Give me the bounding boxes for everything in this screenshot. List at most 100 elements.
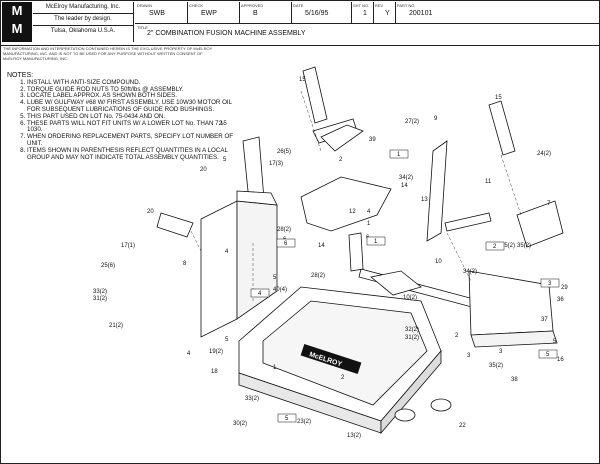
callout-number: 13	[421, 197, 428, 203]
boxed-callouts: 1 6 1 2 5 3 4 5	[250, 149, 560, 423]
callout-number: 17(3)	[269, 161, 283, 167]
callout-number: 16	[557, 357, 564, 363]
part-label: PART NO.	[397, 3, 416, 8]
knob	[430, 398, 452, 412]
callout-number: 10	[435, 259, 442, 265]
jaw-right	[468, 270, 554, 336]
leader-line	[300, 90, 322, 152]
callout-number: 5	[553, 339, 557, 345]
leader-lines	[190, 90, 522, 301]
callout-number: 35(2)	[501, 243, 515, 249]
boxed-callout-text: 3	[548, 281, 552, 287]
drawing-title: 2" COMBINATION FUSION MACHINE ASSEMBLY	[147, 30, 306, 37]
part-callouts-extra: 4 3 4 5 2 1	[225, 209, 503, 381]
callout-number: 14	[318, 243, 325, 249]
leader-line	[190, 230, 202, 252]
rev-label: REV	[375, 3, 384, 8]
callout-number: 1	[273, 365, 277, 371]
sheet-value: 1	[363, 10, 367, 17]
callout-number: 20	[200, 167, 207, 173]
note-item: THESE PARTS WILL NOT FIT UNITS W/ A LOWE…	[27, 120, 234, 135]
callout-number: 32(2)	[405, 327, 419, 333]
callout-number: 40(4)	[273, 287, 287, 293]
callout-number: 27(2)	[405, 119, 419, 125]
approved-cell: APPROVED B	[239, 2, 292, 23]
boxed-callout-text: 1	[374, 239, 378, 245]
callout-number: 34(2)	[399, 175, 413, 181]
top-clamp	[320, 124, 364, 152]
callout-number: 33(2)	[93, 289, 107, 295]
part-value: 200101	[409, 10, 433, 17]
short-rod-right	[488, 100, 516, 156]
handle	[426, 140, 448, 242]
parts-artwork	[156, 66, 564, 435]
callout-number: 29	[561, 285, 568, 291]
date-label: DATE	[293, 3, 304, 8]
callout-number: 25(6)	[101, 263, 115, 269]
note-item: WHEN ORDERING REPLACEMENT PARTS, SPECIFY…	[27, 133, 234, 148]
company-name: McElroy Manufacturing, Inc.	[33, 2, 133, 14]
callout-number: 18	[211, 369, 218, 375]
callout-number: 22	[459, 423, 466, 429]
sheet-label: SHT NO.	[353, 3, 370, 8]
callout-number: 14	[401, 183, 408, 189]
boxed-callout	[250, 288, 270, 298]
leader-line	[500, 154, 522, 216]
callout-number: 21(2)	[109, 323, 123, 329]
callout-number: 20	[147, 209, 154, 215]
drawn-cell: DRAWN SWB	[135, 2, 188, 23]
short-rod	[302, 66, 328, 124]
title-row: TITLE 2" COMBINATION FUSION MACHINE ASSE…	[135, 23, 599, 44]
callout-number: 5	[273, 275, 277, 281]
callout-number: 8	[183, 261, 187, 267]
drawn-label: DRAWN	[137, 3, 152, 8]
rev-cell: REV Y	[373, 2, 396, 23]
callout-number: 38	[511, 377, 518, 383]
company-tagline: The leader by design.	[33, 14, 133, 26]
boxed-callout-text: 6	[284, 241, 288, 247]
jaw-left-side	[236, 200, 278, 320]
callout-number: 33(2)	[245, 396, 259, 402]
callout-number: 9	[434, 116, 438, 122]
check-cell: CHECK EWP	[187, 2, 240, 23]
callout-number: 3	[499, 349, 503, 355]
company-location: Tulsa, Oklahoma U.S.A.	[50, 28, 116, 34]
callout-number: 17(1)	[121, 243, 135, 249]
callout-number: 34(2)	[463, 269, 477, 275]
callout-number: 19(2)	[209, 349, 223, 355]
logo-letter-top: M	[11, 3, 23, 18]
check-label: CHECK	[189, 3, 204, 8]
callout-number: 13(2)	[347, 433, 361, 439]
boxed-callout-text: 5	[285, 416, 289, 422]
approved-value: B	[253, 10, 258, 17]
bracket-left	[156, 212, 194, 238]
boxed-callout-text: 2	[493, 244, 497, 250]
callout-number: 35(2)	[517, 243, 531, 249]
callout-number: 4	[225, 249, 229, 255]
callout-number: 28(2)	[277, 227, 291, 233]
title-label: TITLE	[137, 25, 148, 30]
callout-number: 28(2)	[311, 273, 325, 279]
bracket-right	[444, 212, 492, 232]
link-bar	[348, 232, 364, 272]
boxed-callout	[389, 149, 409, 159]
boxed-callout-text: 4	[258, 291, 262, 297]
jaw-right-base	[470, 330, 558, 348]
callout-number: 26(5)	[277, 149, 291, 155]
boxed-callout	[276, 238, 296, 248]
note-item: THIS PART USED ON LOT No. 75-0434 AND ON…	[27, 113, 234, 121]
company-box: McElroy Manufacturing, Inc. The leader b…	[33, 2, 134, 42]
bracket-far-right	[516, 200, 564, 248]
callout-number: 31(2)	[93, 296, 107, 302]
callout-number: 37	[541, 317, 548, 323]
callout-number: 2	[455, 333, 459, 339]
callout-number: 39	[369, 137, 376, 143]
notes-heading: NOTES:	[7, 72, 34, 79]
callout-number: 5	[223, 157, 227, 163]
title-block: M M McElroy Manufacturing, Inc. The lead…	[1, 1, 599, 46]
callout-number: 15	[299, 77, 306, 83]
boxed-callout	[277, 413, 297, 423]
callout-number: 10(2)	[403, 295, 417, 301]
boxed-callout	[485, 241, 505, 251]
